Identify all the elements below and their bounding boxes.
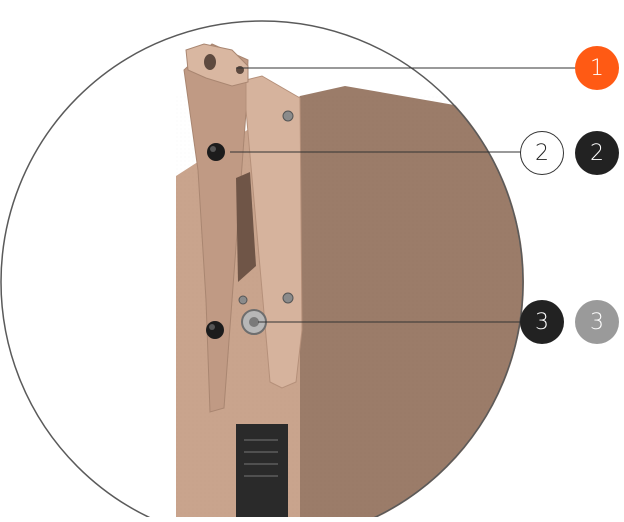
screw-icon [282, 292, 294, 304]
callout-1-label: 1 [590, 55, 604, 81]
callout-3-grey-badge: 3 [575, 300, 619, 344]
callout-2b-label: 2 [590, 140, 604, 166]
rigging-lug [185, 43, 249, 87]
lug-hole-icon [204, 54, 216, 70]
callout-2-outline-badge: 2 [520, 131, 564, 175]
screw-icon [282, 110, 294, 122]
callout-2a-label: 2 [535, 140, 549, 166]
callout-3b-label: 3 [590, 309, 604, 335]
callout-1-badge: 1 [575, 46, 619, 90]
serial-label-plate [236, 424, 288, 522]
detail-circle-outline [0, 20, 524, 522]
screw-icon [238, 295, 248, 305]
front-bracket [245, 75, 303, 389]
callout-2-filled-badge: 2 [575, 131, 619, 175]
hex-bolt-upper-icon [207, 143, 225, 161]
callout-3a-label: 3 [535, 309, 549, 335]
bracket-slot [236, 172, 256, 282]
callout-3-filled-badge: 3 [520, 300, 564, 344]
hex-bolt-lower-icon [206, 321, 224, 339]
